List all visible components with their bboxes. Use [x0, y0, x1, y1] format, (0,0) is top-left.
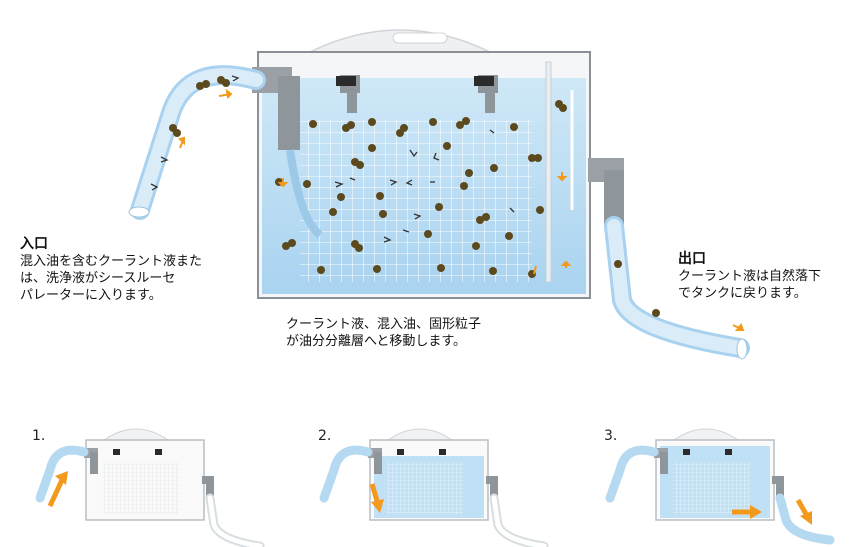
separation-grid [300, 120, 532, 282]
oil-particles [169, 76, 660, 317]
handle-slot [392, 32, 448, 44]
step-number-2: 2. [318, 428, 332, 444]
outlet-title: 出口 [678, 251, 706, 267]
outlet-description: クーラント液は自然落下 でタンクに戻ります。 [678, 269, 822, 301]
inlet-label: 入口 混入油を含むクーラント液また は、洗浄液がシースルーセ パレーターに入りま… [20, 236, 230, 304]
inlet-elbow-vertical [278, 76, 300, 150]
caption: クーラント液、混入油、固形粒子 が油分分離層へと移動します。 [286, 317, 482, 349]
outlet-hose-mouth [736, 338, 748, 360]
flow-arrows [178, 88, 745, 331]
chip-particles [150, 75, 515, 243]
outlet-label: 出口 クーラント液は自然落下 でタンクに戻ります。 [678, 251, 848, 302]
step1-diagram [35, 428, 265, 547]
step-number-1: 1. [32, 428, 46, 444]
step2-diagram [319, 428, 549, 547]
step-number-3: 3. [604, 428, 618, 444]
inlet-description: 混入油を含むクーラント液また は、洗浄液がシースルーセ パレーターに入ります。 [20, 254, 203, 303]
valve-right [474, 75, 498, 113]
step3-diagram [605, 428, 835, 545]
valve-left [336, 75, 360, 113]
inner-tube [286, 149, 323, 239]
weir [545, 61, 552, 283]
inlet-hose-mouth [128, 206, 150, 218]
inlet-title: 入口 [20, 236, 48, 252]
